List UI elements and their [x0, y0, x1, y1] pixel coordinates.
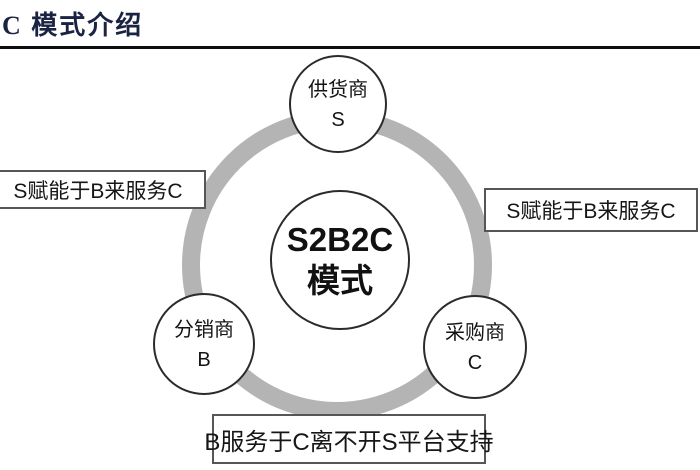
purchaser-letter: C — [467, 351, 483, 374]
supplier-name: 供货商 — [308, 78, 368, 101]
label-right-s-empowers-b: S赋能于B来服务C — [484, 188, 698, 232]
center-circle-s2b2c-model: S2B2C 模式 — [270, 190, 410, 330]
node-purchaser: 采购商 C — [423, 295, 527, 399]
center-model-name: S2B2C — [286, 220, 394, 258]
node-distributor: 分销商 B — [153, 293, 255, 395]
distributor-letter: B — [197, 348, 211, 371]
purchaser-name: 采购商 — [445, 321, 505, 344]
supplier-letter: S — [331, 108, 345, 131]
center-model-word: 模式 — [307, 262, 373, 299]
page-title: C 模式介绍 — [2, 11, 144, 40]
distributor-name: 分销商 — [174, 318, 234, 341]
label-bottom-b-serves-c: B服务于C离不开S平台支持 — [204, 414, 494, 464]
node-supplier: 供货商 S — [289, 55, 387, 153]
title-divider — [0, 46, 700, 49]
label-left-s-empowers-b: S赋能于B来服务C — [0, 170, 206, 209]
